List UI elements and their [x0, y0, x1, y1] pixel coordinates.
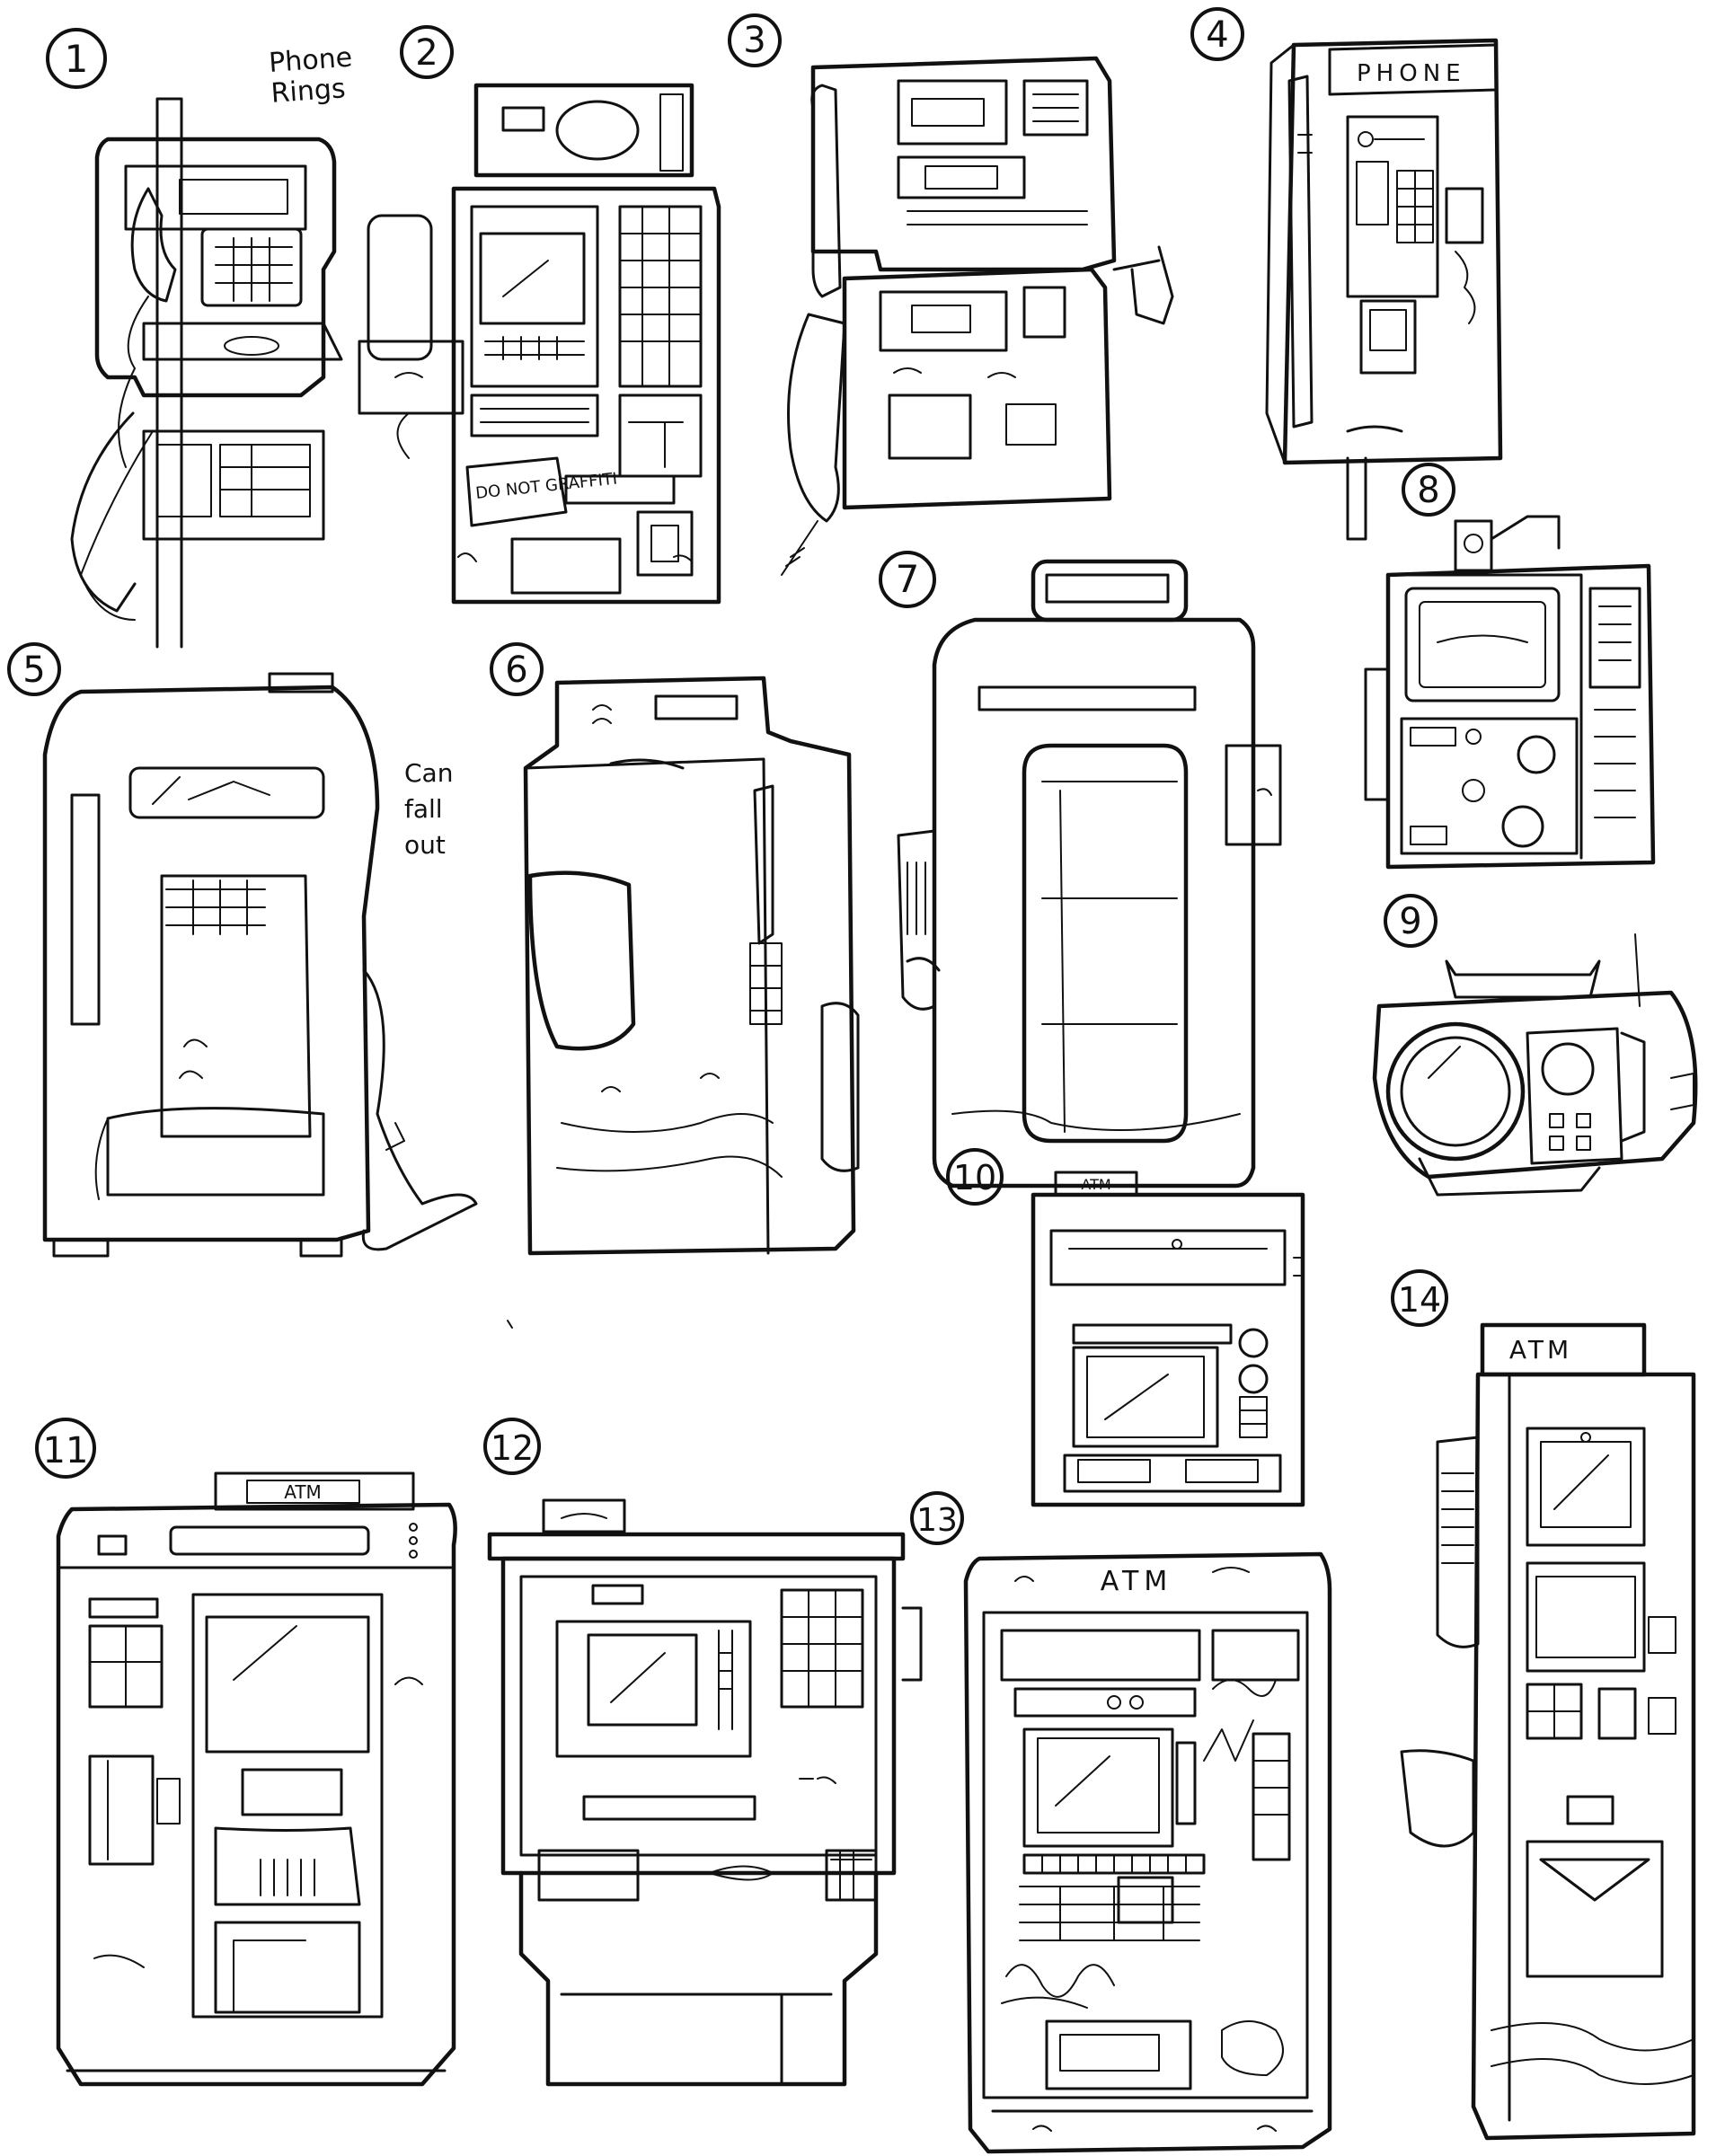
- sketch-4-sign: PHONE: [1357, 60, 1466, 87]
- sketch-11-number: 11: [43, 1430, 89, 1471]
- sketch-9-portable-tv: 9: [1372, 894, 1698, 1197]
- sketch-13-sign: ATM: [1101, 1566, 1172, 1597]
- sketch-10-number: 10: [953, 1158, 996, 1197]
- sketch-13-number: 13: [916, 1502, 958, 1539]
- sketch-11-sign: ATM: [284, 1481, 322, 1503]
- sketch-10-sign: ATM: [1081, 1176, 1110, 1193]
- sketch-3-number: 3: [743, 20, 765, 61]
- sketch-3-payphone: 3: [728, 13, 1174, 576]
- sketch-12-atm-pedestal: 12: [483, 1418, 923, 2087]
- sketch-14-number: 14: [1398, 1280, 1441, 1320]
- sketch-8-number: 8: [1417, 470, 1439, 511]
- sketch-7-capsule-kiosk: 7: [879, 551, 1282, 1188]
- sketch-1-payphone: 1 PhoneRings: [46, 28, 356, 649]
- sketch-4-phone-booth: 4 PHONE: [1190, 7, 1503, 541]
- sketch-2-kiosk: 2 DO NOT GRAFFITI: [358, 25, 721, 605]
- sketch-4-number: 4: [1206, 14, 1228, 56]
- sketch-2-note: DO NOT GRAFFITI: [474, 470, 618, 503]
- sketch-10-atm: 10 ATM: [946, 1148, 1305, 1507]
- sketch-7-number: 7: [896, 557, 920, 601]
- sketch-8-tv-console: 8: [1364, 463, 1656, 870]
- sketch-5-number: 5: [22, 649, 45, 691]
- sketch-6-number: 6: [505, 649, 527, 691]
- sketch-9-number: 9: [1399, 901, 1421, 942]
- sketch-11-atm: 11 ATM: [35, 1418, 457, 2087]
- stray-mark: [507, 1320, 513, 1329]
- sketch-14-atm-tower: 14 ATM: [1391, 1269, 1696, 2141]
- sketch-6-kiosk: 6: [490, 642, 860, 1256]
- sketch-1-note: PhoneRings: [268, 42, 356, 110]
- sketch-14-sign: ATM: [1509, 1335, 1572, 1365]
- sketch-2-number: 2: [415, 32, 438, 74]
- sketch-1-number: 1: [65, 37, 89, 81]
- sketch-13-atm: 13 ATM: [910, 1491, 1332, 2154]
- sketch-12-number: 12: [491, 1428, 534, 1468]
